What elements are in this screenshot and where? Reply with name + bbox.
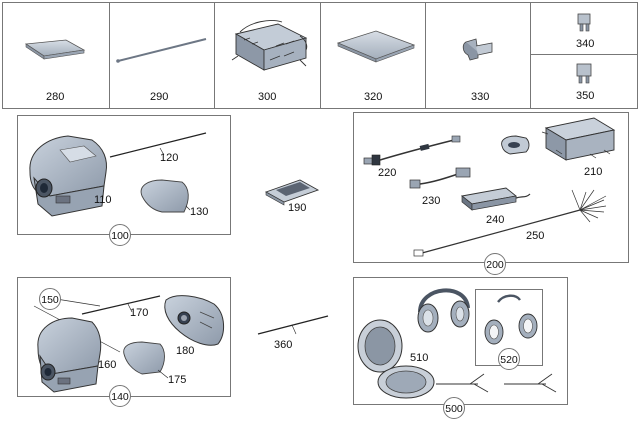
part-label-210: 210 xyxy=(584,166,603,178)
group-number-200[interactable]: 200 xyxy=(484,253,506,275)
part-label-330: 330 xyxy=(471,91,490,103)
part-320-plate-icon xyxy=(336,30,416,63)
group-number-140[interactable]: 140 xyxy=(109,385,131,407)
part-220-cable-icon xyxy=(363,135,461,166)
part-240-power-supply-icon xyxy=(460,187,531,211)
part-label-220: 220 xyxy=(378,167,397,179)
group-number-100[interactable]: 100 xyxy=(109,224,131,246)
part-360-cable-icon xyxy=(257,315,329,335)
remote-key-icon xyxy=(501,135,530,155)
part-300-unit-icon xyxy=(231,20,308,71)
part-160-camera-icon xyxy=(37,317,102,393)
part-170-cable-icon xyxy=(81,295,161,315)
part-cell-290[interactable] xyxy=(109,2,215,109)
part-label-170: 170 xyxy=(130,307,149,319)
part-340-fuse-icon xyxy=(577,13,591,32)
group-number-520[interactable]: 520 xyxy=(498,348,520,370)
part-510-case-icon xyxy=(357,319,435,399)
headphones-icon xyxy=(417,288,470,333)
part-label-240: 240 xyxy=(486,214,505,226)
part-130-pad-icon xyxy=(140,179,189,213)
part-label-120: 120 xyxy=(160,152,179,164)
part-label-190: 190 xyxy=(288,202,307,214)
part-175-pad-icon xyxy=(123,341,165,375)
part-label-250: 250 xyxy=(526,230,545,242)
part-label-180: 180 xyxy=(176,345,195,357)
part-cell-350[interactable] xyxy=(530,54,638,109)
part-330-clip-icon xyxy=(462,38,493,61)
part-210-module-icon xyxy=(541,117,616,161)
part-label-175: 175 xyxy=(168,374,187,386)
part-label-160: 160 xyxy=(98,359,117,371)
part-250-harness-icon xyxy=(413,189,607,257)
part-label-130: 130 xyxy=(190,206,209,218)
part-label-280: 280 xyxy=(46,91,65,103)
audio-cable-icon xyxy=(436,373,557,393)
part-cell-340[interactable] xyxy=(530,2,638,55)
part-520-ear-cushions-icon xyxy=(484,294,538,345)
part-label-360: 360 xyxy=(274,339,293,351)
part-230-cable-icon xyxy=(409,167,471,189)
part-label-340: 340 xyxy=(576,38,595,50)
group-number-500[interactable]: 500 xyxy=(443,397,465,419)
part-190-card-icon xyxy=(264,179,320,206)
part-180-camera-housing-icon xyxy=(164,295,224,346)
part-label-290: 290 xyxy=(150,91,169,103)
part-label-350: 350 xyxy=(576,90,595,102)
group-number-150[interactable]: 150 xyxy=(39,288,61,310)
part-label-300: 300 xyxy=(258,91,277,103)
part-label-510: 510 xyxy=(410,352,429,364)
part-280-pad-icon xyxy=(24,39,86,60)
part-110-camera-icon xyxy=(29,135,107,217)
part-label-320: 320 xyxy=(364,91,383,103)
part-label-230: 230 xyxy=(422,195,441,207)
part-120-cable-icon xyxy=(109,132,207,158)
part-290-rod-icon xyxy=(116,38,207,63)
part-350-fuse-icon xyxy=(576,63,592,84)
part-label-110: 110 xyxy=(94,194,112,206)
